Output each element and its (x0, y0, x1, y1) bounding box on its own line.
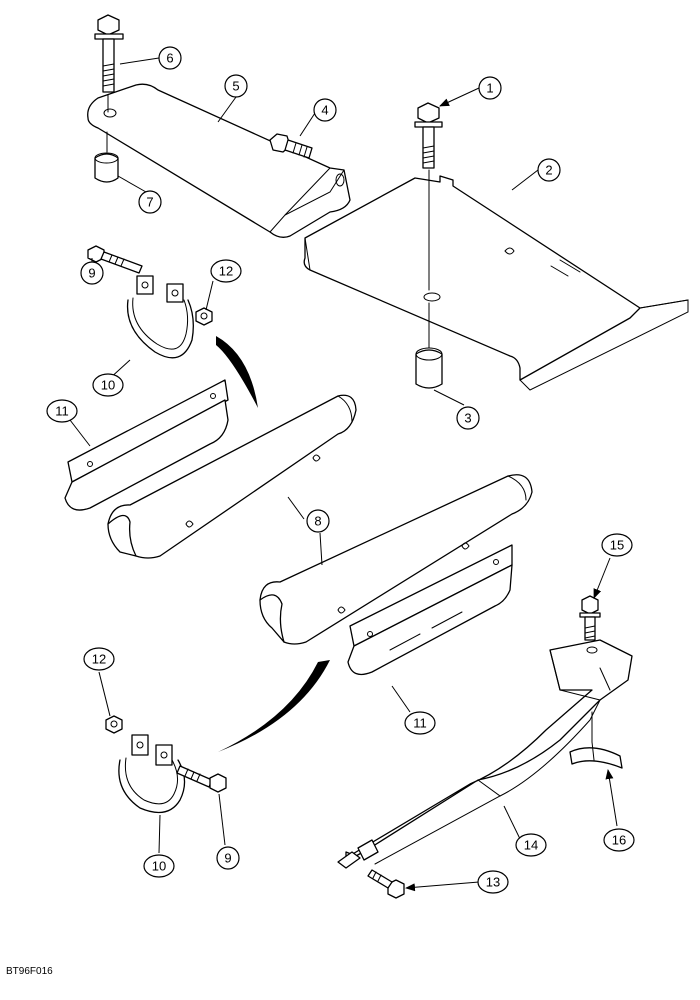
callout-12-lower: 12 (83, 647, 115, 671)
svg-text:4: 4 (321, 103, 328, 118)
part-8-pipe-shield-upper (107, 394, 357, 559)
callout-4: 4 (313, 98, 337, 122)
svg-text:3: 3 (464, 411, 471, 426)
svg-text:11: 11 (55, 404, 69, 419)
callout-14: 14 (515, 833, 547, 857)
part-9-bolt-lower (176, 765, 227, 793)
part-16-clip (569, 711, 623, 769)
callout-6: 6 (158, 46, 182, 70)
part-2-shield (303, 175, 689, 391)
part-5-bracket (87, 83, 351, 238)
svg-text:13: 13 (486, 875, 500, 890)
svg-text:10: 10 (152, 859, 166, 874)
leader-lines (69, 57, 618, 892)
part-15-bolt (579, 595, 601, 641)
svg-text:10: 10 (101, 378, 115, 393)
svg-text:15: 15 (610, 538, 624, 553)
svg-text:16: 16 (612, 833, 626, 848)
callout-3: 3 (456, 406, 480, 430)
callout-11-lower: 11 (404, 711, 436, 735)
part-11-shield-half-lower (347, 544, 513, 676)
part-8-pipe-shield-lower (259, 474, 533, 645)
part-10-clamp-lower (118, 734, 186, 814)
callout-2: 2 (537, 158, 561, 182)
part-1-bolt (414, 102, 443, 291)
movement-arrow-lower (218, 660, 330, 752)
callout-10-upper: 10 (92, 373, 124, 397)
svg-text:12: 12 (92, 652, 106, 667)
svg-text:8: 8 (314, 514, 321, 529)
callout-13: 13 (477, 870, 509, 894)
svg-text:9: 9 (88, 266, 95, 281)
part-6-bolt (94, 14, 124, 113)
callout-8: 8 (306, 509, 330, 533)
part-7-spacer (94, 131, 119, 183)
part-3-spacer (415, 302, 443, 389)
part-12-nut-lower (105, 715, 123, 734)
callout-5: 5 (224, 74, 248, 98)
svg-text:7: 7 (146, 195, 153, 210)
movement-arrow-upper (216, 336, 258, 408)
callout-16: 16 (603, 828, 635, 852)
svg-text:6: 6 (166, 51, 173, 66)
callout-11-upper: 11 (46, 399, 78, 423)
svg-text:1: 1 (486, 81, 493, 96)
svg-text:12: 12 (219, 264, 233, 279)
svg-text:5: 5 (232, 79, 239, 94)
callout-1: 1 (478, 76, 502, 100)
callout-9-upper: 9 (80, 261, 104, 285)
part-10-clamp-upper (126, 275, 194, 359)
part-14-support-bracket (337, 639, 633, 869)
svg-text:2: 2 (545, 163, 552, 178)
part-11-shield-half-upper (64, 379, 229, 511)
callout-10-lower: 10 (143, 854, 175, 878)
part-12-nut-upper (195, 307, 213, 326)
svg-text:11: 11 (413, 716, 427, 731)
callout-12-upper: 12 (210, 259, 242, 283)
callout-7: 7 (138, 190, 162, 214)
figure-id: BT96F016 (6, 966, 53, 977)
svg-text:9: 9 (224, 851, 231, 866)
part-4-stud (269, 133, 313, 159)
part-13-bolt (367, 869, 405, 899)
svg-text:14: 14 (524, 838, 538, 853)
callout-9-lower: 9 (216, 846, 240, 870)
callout-15: 15 (601, 533, 633, 557)
